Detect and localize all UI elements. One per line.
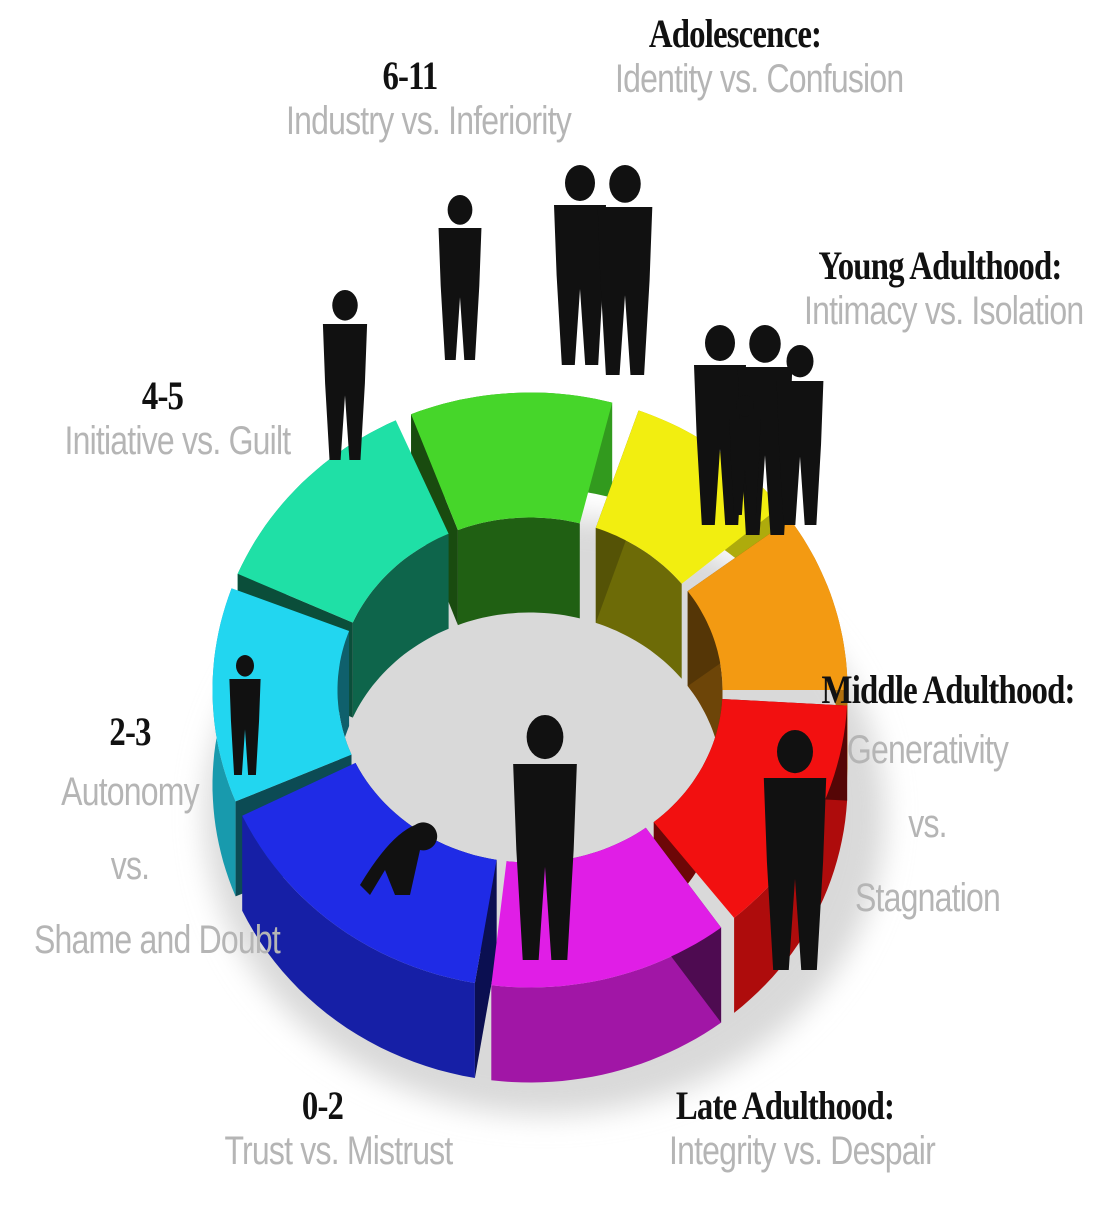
- stage-subtitle-middle-line2: vs.: [908, 802, 947, 846]
- segment-top-4-5: [237, 420, 449, 623]
- stage-title-adolescence: Adolescence:: [648, 11, 822, 56]
- stage-subtitle-middle-line1: Generativity: [846, 728, 1009, 772]
- businessman-figure: [763, 730, 827, 970]
- stage-subtitle-middle-line3: Stagnation: [854, 876, 1001, 920]
- segment-cap-0-2: [474, 859, 497, 1078]
- stage-subtitle-2-3-line2: vs.: [110, 844, 150, 888]
- segment-top-adolescence: [595, 410, 781, 584]
- segment-side-middle-adulthood: [734, 705, 848, 1013]
- stage-title-2-3: 2-3: [109, 709, 151, 754]
- segment-top-young-adulthood: [687, 519, 848, 690]
- segment-inner-adolescence: [595, 527, 682, 679]
- segment-side-late-adulthood: [491, 927, 722, 1083]
- segment-side-0-2: [242, 815, 475, 1078]
- stage-label-young-adulthood: Young Adulthood: Intimacy vs. Isolation: [770, 242, 1110, 334]
- stage-label-6-11: 6-11 Industry vs. Inferiority: [255, 52, 572, 144]
- stage-title-0-2: 0-2: [301, 1083, 344, 1128]
- stage-subtitle-young-adulthood: Intimacy vs. Isolation: [804, 289, 1084, 333]
- stage-label-2-3: 2-3 Autonomy vs. Shame and Doubt: [10, 708, 281, 977]
- stage-title-middle-adulthood: Middle Adulthood:: [821, 667, 1076, 712]
- stage-subtitle-2-3-line3: Shame and Doubt: [34, 918, 281, 962]
- stage-subtitle-6-11: Industry vs. Inferiority: [286, 99, 572, 143]
- stage-title-4-5: 4-5: [141, 373, 184, 418]
- stage-subtitle-4-5: Initiative vs. Guilt: [64, 419, 292, 463]
- teen-couple-figure: [554, 165, 653, 375]
- stage-label-adolescence: Adolescence: Identity vs. Confusion: [585, 10, 904, 102]
- stage-label-4-5: 4-5 Initiative vs. Guilt: [40, 372, 292, 464]
- stage-subtitle-2-3-line1: Autonomy: [61, 770, 199, 814]
- stage-title-young-adulthood: Young Adulthood:: [818, 243, 1062, 288]
- stage-title-6-11: 6-11: [382, 53, 438, 98]
- stage-subtitle-late-adulthood: Integrity vs. Despair: [669, 1129, 936, 1173]
- crawling-baby-figure: [360, 822, 438, 895]
- segment-young-adulthood: [687, 519, 848, 785]
- stage-subtitle-0-2: Trust vs. Mistrust: [224, 1129, 454, 1173]
- elder-with-cane-figure: [513, 715, 577, 960]
- stage-label-0-2: 0-2 Trust vs. Mistrust: [200, 1082, 454, 1174]
- child-with-stick-figure: [322, 290, 368, 460]
- stage-label-middle-adulthood: Middle Adulthood: Generativity vs. Stagn…: [795, 666, 1090, 935]
- child-with-ball-figure: [438, 195, 482, 360]
- segment-top-6-11: [411, 392, 613, 531]
- segment-inner-4-5: [352, 533, 449, 718]
- stage-title-late-adulthood: Late Adulthood:: [675, 1083, 895, 1128]
- segment-inner-6-11: [457, 517, 580, 626]
- toddler-figure: [229, 655, 261, 775]
- stage-label-late-adulthood: Late Adulthood: Integrity vs. Despair: [640, 1082, 936, 1174]
- family-figure: [694, 325, 824, 535]
- stage-subtitle-adolescence: Identity vs. Confusion: [615, 57, 904, 101]
